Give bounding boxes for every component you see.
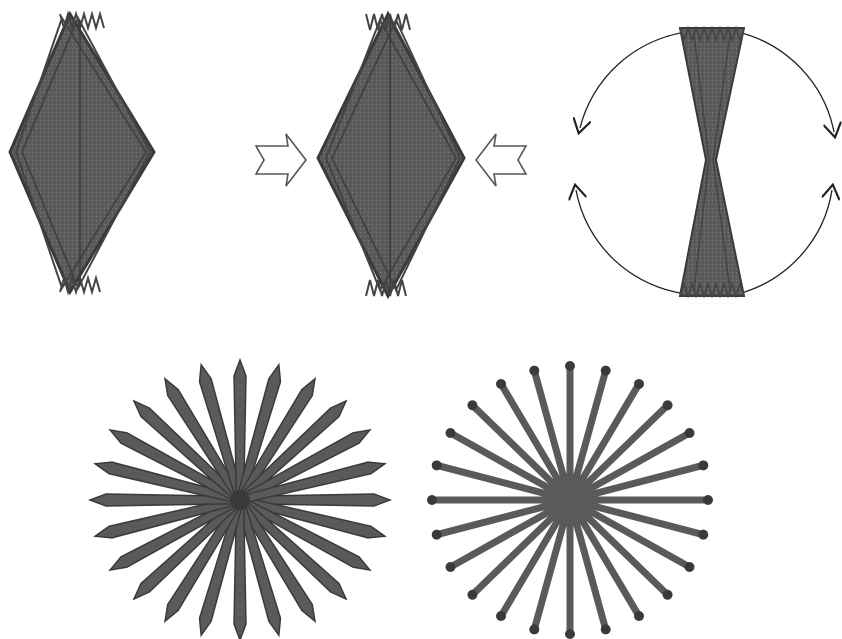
rhombus-stack-center bbox=[318, 14, 464, 296]
pin-tip-6 bbox=[565, 629, 575, 639]
pin-tip-7 bbox=[529, 624, 539, 634]
pin-tip-9 bbox=[467, 590, 477, 600]
pin-tip-0 bbox=[703, 495, 713, 505]
radial-pins bbox=[427, 361, 713, 639]
arrow-right-icon bbox=[256, 134, 306, 186]
rhombus-stack-left bbox=[10, 14, 154, 292]
pin-tip-22 bbox=[685, 428, 695, 438]
pin-tip-17 bbox=[529, 366, 539, 376]
pin-tip-10 bbox=[445, 562, 455, 572]
pin-tip-15 bbox=[467, 400, 477, 410]
pin-tip-3 bbox=[663, 590, 673, 600]
pin-tip-8 bbox=[496, 611, 506, 621]
pin-tip-23 bbox=[698, 460, 708, 470]
pin-tip-20 bbox=[634, 379, 644, 389]
pin-tip-16 bbox=[496, 379, 506, 389]
hourglass-fan bbox=[576, 28, 834, 296]
pin-tip-21 bbox=[663, 400, 673, 410]
pin-tip-5 bbox=[601, 624, 611, 634]
pin-tip-18 bbox=[565, 361, 575, 371]
pin-tip-12 bbox=[427, 495, 437, 505]
pin-tip-11 bbox=[432, 530, 442, 540]
radial-spikes bbox=[90, 360, 390, 639]
pins-hub bbox=[554, 484, 586, 516]
spikes-hub bbox=[230, 490, 250, 510]
pin-tip-4 bbox=[634, 611, 644, 621]
arrow-left-icon bbox=[476, 134, 526, 186]
pin-tip-1 bbox=[698, 530, 708, 540]
pin-tip-14 bbox=[445, 428, 455, 438]
pin-tip-19 bbox=[601, 366, 611, 376]
pin-tip-2 bbox=[685, 562, 695, 572]
pin-tip-13 bbox=[432, 460, 442, 470]
